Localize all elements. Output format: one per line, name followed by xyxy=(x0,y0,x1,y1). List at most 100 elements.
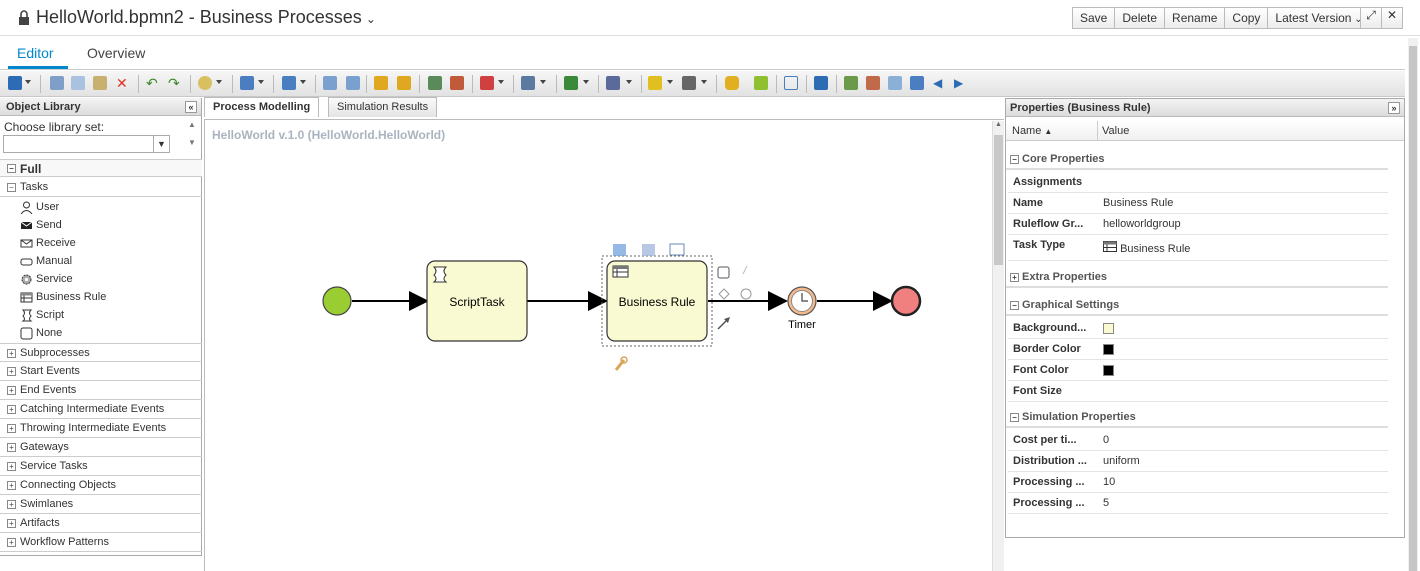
undo-icon[interactable]: ↶ xyxy=(146,75,158,91)
canvas-scroll-thumb[interactable] xyxy=(994,135,1003,265)
task-item-user[interactable]: User xyxy=(20,198,59,216)
task-item-none[interactable]: None xyxy=(20,324,62,342)
group-service-tasks[interactable]: +Service Tasks xyxy=(0,457,202,476)
property-value[interactable]: Business Rule xyxy=(1103,241,1190,255)
add-event-icon[interactable] xyxy=(740,288,752,300)
add-gateway-icon[interactable] xyxy=(718,288,730,300)
library-full-row[interactable]: − Full xyxy=(0,159,202,177)
fullscreen-icon[interactable] xyxy=(910,76,924,90)
expand-icon[interactable]: + xyxy=(7,481,16,490)
end-event[interactable] xyxy=(890,285,922,317)
ungroup-icon[interactable] xyxy=(346,76,360,90)
layout-dropdown-icon[interactable] xyxy=(540,80,546,84)
remove-icon[interactable] xyxy=(450,76,464,90)
property-row[interactable]: Border Color xyxy=(1008,339,1388,360)
export-dropdown-icon[interactable] xyxy=(583,80,589,84)
delete-icon[interactable]: ✕ xyxy=(116,75,128,91)
border-color-swatch[interactable] xyxy=(1103,343,1114,355)
scroll-up-icon[interactable]: ▲ xyxy=(995,121,1002,128)
data-icon[interactable] xyxy=(725,76,739,90)
copy-icon[interactable] xyxy=(71,76,85,90)
close-icon[interactable]: ✕ xyxy=(1381,7,1403,29)
queue-icon[interactable] xyxy=(682,76,696,90)
group-end-events[interactable]: +End Events xyxy=(0,381,202,400)
queue-dropdown-icon[interactable] xyxy=(701,80,707,84)
task-item-send[interactable]: Send xyxy=(20,216,62,234)
canvas-scrollbar[interactable]: ▲ xyxy=(992,121,1004,571)
save-svg-icon[interactable] xyxy=(814,76,828,90)
collapse-icon[interactable]: − xyxy=(1010,155,1019,164)
expand-icon[interactable]: + xyxy=(7,386,16,395)
group-subprocesses[interactable]: +Subprocesses xyxy=(0,343,202,362)
expand-icon[interactable]: + xyxy=(1010,273,1019,282)
tools-dropdown-icon[interactable] xyxy=(626,80,632,84)
start-event[interactable] xyxy=(322,286,352,316)
task-item-manual[interactable]: Manual xyxy=(20,252,72,270)
group-throwing-events[interactable]: +Throwing Intermediate Events xyxy=(0,419,202,438)
version-dropdown[interactable]: Latest Version xyxy=(1267,7,1371,29)
collapse-icon[interactable]: − xyxy=(7,183,16,192)
expand-icon[interactable]: + xyxy=(7,424,16,433)
group-tasks[interactable]: − Tasks xyxy=(0,178,202,197)
save-dropdown-icon[interactable] xyxy=(25,80,31,84)
expand-icon[interactable]: + xyxy=(7,538,16,547)
layout-icon[interactable] xyxy=(521,76,535,90)
zoom-in-icon[interactable] xyxy=(844,76,858,90)
validate-icon[interactable] xyxy=(648,76,662,90)
expand-icon[interactable]: + xyxy=(7,367,16,376)
delete-button[interactable]: Delete xyxy=(1114,7,1166,29)
edit-icon[interactable] xyxy=(754,76,768,90)
property-value[interactable]: uniform xyxy=(1103,455,1140,467)
section-simulation-properties[interactable]: − Simulation Properties xyxy=(1006,408,1388,428)
quick-menu-icon[interactable] xyxy=(642,244,655,256)
paste-icon[interactable] xyxy=(93,76,107,90)
expand-icon[interactable]: + xyxy=(7,405,16,414)
group-swimlanes[interactable]: +Swimlanes xyxy=(0,495,202,514)
next-icon[interactable]: ▶ xyxy=(954,76,964,90)
property-row[interactable]: Distribution ...uniform xyxy=(1008,451,1388,472)
section-graphical-settings[interactable]: − Graphical Settings xyxy=(1006,296,1388,316)
shape-icon[interactable] xyxy=(240,76,254,90)
align-icon[interactable] xyxy=(282,76,296,90)
task-item-business-rule[interactable]: Business Rule xyxy=(20,288,106,306)
column-divider[interactable] xyxy=(1097,121,1098,141)
script-task-node[interactable]: ScriptTask xyxy=(426,260,528,342)
group-artifacts[interactable]: +Artifacts xyxy=(0,514,202,533)
expand-icon[interactable]: + xyxy=(7,443,16,452)
tab-editor[interactable]: Editor xyxy=(17,45,54,61)
property-row[interactable]: Background... xyxy=(1008,318,1388,339)
tools-icon[interactable] xyxy=(606,76,620,90)
section-extra-properties[interactable]: + Extra Properties xyxy=(1006,268,1388,288)
expand-icon[interactable]: + xyxy=(7,500,16,509)
process-diagram[interactable]: ScriptTask Business Rule xyxy=(205,120,995,420)
property-row[interactable]: Processing ...5 xyxy=(1008,493,1388,514)
wrench-icon[interactable] xyxy=(614,359,626,371)
property-row[interactable]: Ruleflow Gr...helloworldgroup xyxy=(1008,214,1388,235)
unlock-icon[interactable] xyxy=(397,76,411,90)
property-row[interactable]: Processing ...10 xyxy=(1008,472,1388,493)
expand-icon[interactable]: + xyxy=(7,519,16,528)
property-value[interactable]: Business Rule xyxy=(1103,197,1174,209)
lock-icon[interactable] xyxy=(374,76,388,90)
property-value[interactable] xyxy=(1103,364,1114,376)
save-button[interactable]: Save xyxy=(1072,7,1116,29)
add-task-icon[interactable] xyxy=(717,266,730,279)
property-row[interactable]: Task Type Business Rule xyxy=(1008,235,1388,261)
property-value[interactable]: helloworldgroup xyxy=(1103,218,1181,230)
property-row[interactable]: Cost per ti...0 xyxy=(1008,430,1388,451)
property-value[interactable]: 5 xyxy=(1103,497,1110,509)
group-workflow-patterns[interactable]: +Workflow Patterns xyxy=(0,533,202,552)
redo-icon[interactable]: ↷ xyxy=(168,75,180,91)
rename-button[interactable]: Rename xyxy=(1164,7,1226,29)
group-gateways[interactable]: +Gateways xyxy=(0,438,202,457)
save-icon[interactable] xyxy=(8,76,22,90)
annotation-icon[interactable] xyxy=(742,265,748,275)
page-scroll-thumb[interactable] xyxy=(1409,46,1417,571)
task-item-script[interactable]: Script xyxy=(20,306,64,324)
collapse-icon[interactable]: − xyxy=(1010,301,1019,310)
property-value[interactable] xyxy=(1103,343,1114,355)
font-color-swatch[interactable] xyxy=(1103,364,1114,376)
expand-icon[interactable]: + xyxy=(7,462,16,471)
tab-process-modelling[interactable]: Process Modelling xyxy=(204,97,320,117)
